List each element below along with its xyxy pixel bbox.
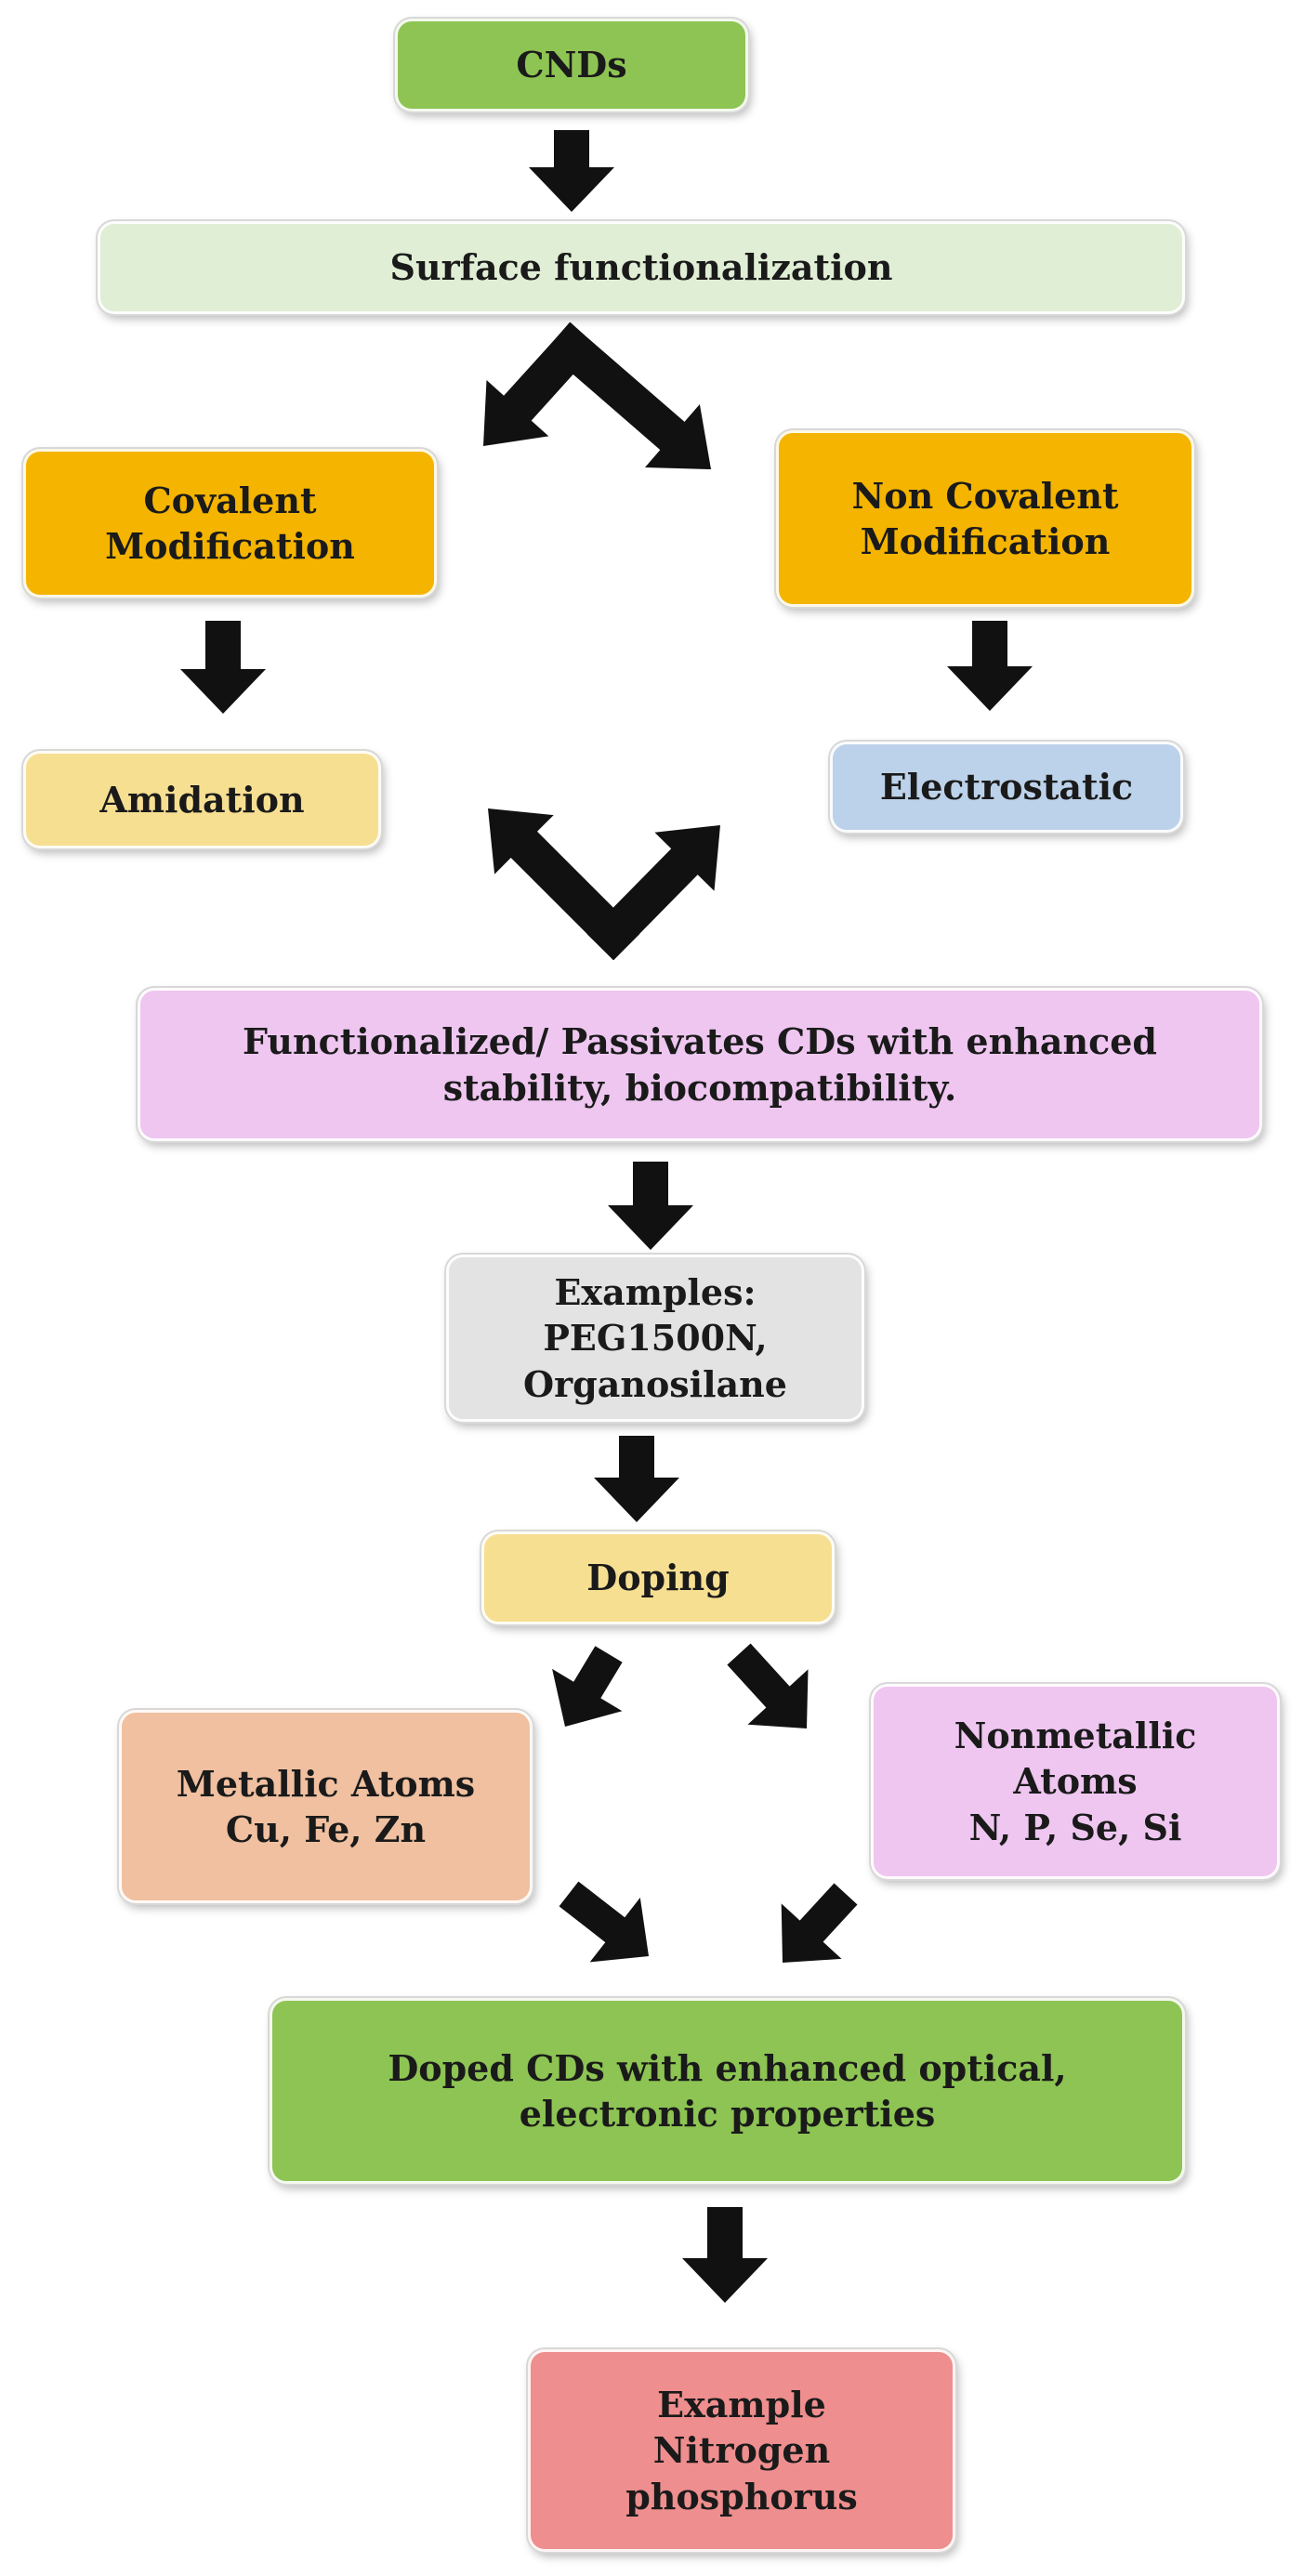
- node-covalent-modification-label: Covalent Modification: [105, 479, 355, 567]
- arrow-examples-to-doping: [594, 1436, 679, 1522]
- node-functionalized-cds: Functionalized/ Passivates CDs with enha…: [138, 988, 1262, 1141]
- node-nonmetallic-atoms: Nonmetallic Atoms N, P, Se, Si: [871, 1684, 1280, 1879]
- arrow-merge-modifications: [488, 808, 720, 961]
- node-metallic-atoms-label: Metallic Atoms Cu, Fe, Zn: [176, 1762, 476, 1850]
- node-surface-functionalization: Surface functionalization: [98, 221, 1185, 314]
- node-doped-cds-label: Doped CDs with enhanced optical, electro…: [388, 2046, 1067, 2135]
- arrow-metallic-to-doped: [559, 1881, 649, 1963]
- node-examples: Examples: PEG1500N, Organosilane: [446, 1255, 864, 1422]
- node-electrostatic: Electrostatic: [830, 742, 1183, 833]
- arrow-split-surface: [483, 322, 711, 469]
- node-functionalized-cds-label: Functionalized/ Passivates CDs with enha…: [243, 1020, 1157, 1109]
- node-surface-functionalization-label: Surface functionalization: [389, 246, 893, 289]
- node-covalent-modification: Covalent Modification: [23, 449, 437, 598]
- arrow-covalent-to-amidation: [180, 621, 266, 714]
- node-example-final-label: Example Nitrogen phosphorus: [625, 2383, 858, 2517]
- node-metallic-atoms: Metallic Atoms Cu, Fe, Zn: [119, 1710, 533, 1903]
- arrow-noncovalent-to-electrostatic: [947, 621, 1033, 711]
- node-example-final: Example Nitrogen phosphorus: [528, 2349, 955, 2552]
- arrow-nonmetallic-to-doped: [781, 1883, 858, 1963]
- arrow-doping-to-metallic: [552, 1646, 623, 1727]
- arrow-cnds-to-surface: [529, 130, 614, 212]
- node-noncovalent-modification: Non Covalent Modification: [776, 430, 1194, 607]
- node-amidation: Amidation: [23, 751, 381, 848]
- node-noncovalent-modification-label: Non Covalent Modification: [851, 474, 1119, 562]
- node-doped-cds: Doped CDs with enhanced optical, electro…: [270, 1998, 1185, 2184]
- node-doping-label: Doping: [586, 1557, 730, 1599]
- arrow-doped-to-example: [682, 2207, 768, 2303]
- node-cnds-label: CNDs: [516, 44, 627, 86]
- node-nonmetallic-atoms-label: Nonmetallic Atoms N, P, Se, Si: [954, 1714, 1197, 1848]
- node-amidation-label: Amidation: [99, 778, 305, 821]
- arrow-functionalized-to-examples: [608, 1162, 693, 1250]
- arrow-doping-to-nonmetallic: [727, 1643, 809, 1728]
- node-electrostatic-label: Electrostatic: [879, 766, 1134, 808]
- node-doping: Doping: [481, 1531, 835, 1624]
- node-examples-label: Examples: PEG1500N, Organosilane: [523, 1270, 787, 1405]
- node-cnds: CNDs: [395, 19, 748, 112]
